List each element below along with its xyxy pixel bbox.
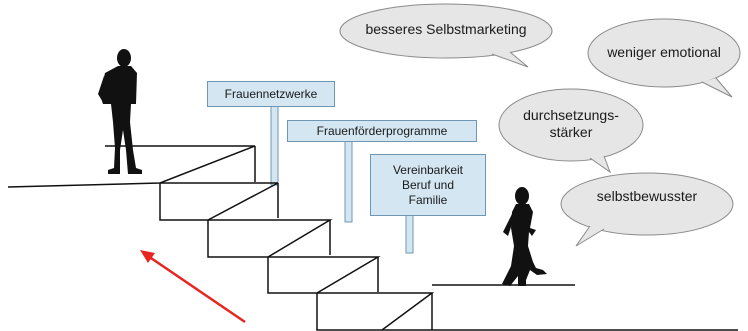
red-arrow-icon	[140, 250, 246, 324]
bubble-self-marketing-label: besseres Selbstmarketing	[365, 21, 527, 37]
bubble-confident-text: selbstbewusster	[582, 188, 712, 205]
bubble-less-emotional-label: weniger emotional	[607, 44, 721, 60]
sign-frauennetzwerke: Frauennetzwerke	[207, 81, 335, 107]
sign-compatibility-line-2: Beruf und	[401, 177, 455, 192]
man-silhouette-icon	[98, 49, 142, 174]
bubble-assertive	[498, 88, 644, 174]
sign-compatibility-line-3: Familie	[408, 192, 448, 207]
bubble-less-emotional-text: weniger emotional	[594, 44, 734, 61]
woman-silhouette-icon	[502, 187, 547, 286]
sign-compatibility-line-1: Vereinbarkeit	[392, 162, 464, 177]
sign-post-networks	[270, 104, 279, 186]
sign-networks-label: Frauennetzwerke	[224, 86, 318, 101]
bubble-self-marketing	[339, 3, 553, 68]
bubble-assertive-line-2: stärker	[549, 124, 593, 140]
bubble-assertive-line-1: durchsetzungs-	[523, 107, 619, 123]
bubble-self-marketing-text: besseres Selbstmarketing	[346, 21, 546, 38]
staircase	[7, 145, 738, 331]
sign-frauenfoerderprogramme: Frauenförderprogramme	[287, 120, 477, 142]
bubble-confident-label: selbstbewusster	[596, 188, 698, 204]
sign-post-compatibility	[405, 214, 414, 254]
bubble-confident	[560, 172, 734, 247]
sign-programs-label: Frauenförderprogramme	[316, 123, 448, 138]
sign-vereinbarkeit: Vereinbarkeit Beruf und Familie	[370, 154, 486, 216]
bubble-assertive-text: durchsetzungs- stärker	[506, 107, 636, 141]
bubble-less-emotional	[587, 18, 741, 98]
sign-post-programs	[344, 139, 353, 223]
